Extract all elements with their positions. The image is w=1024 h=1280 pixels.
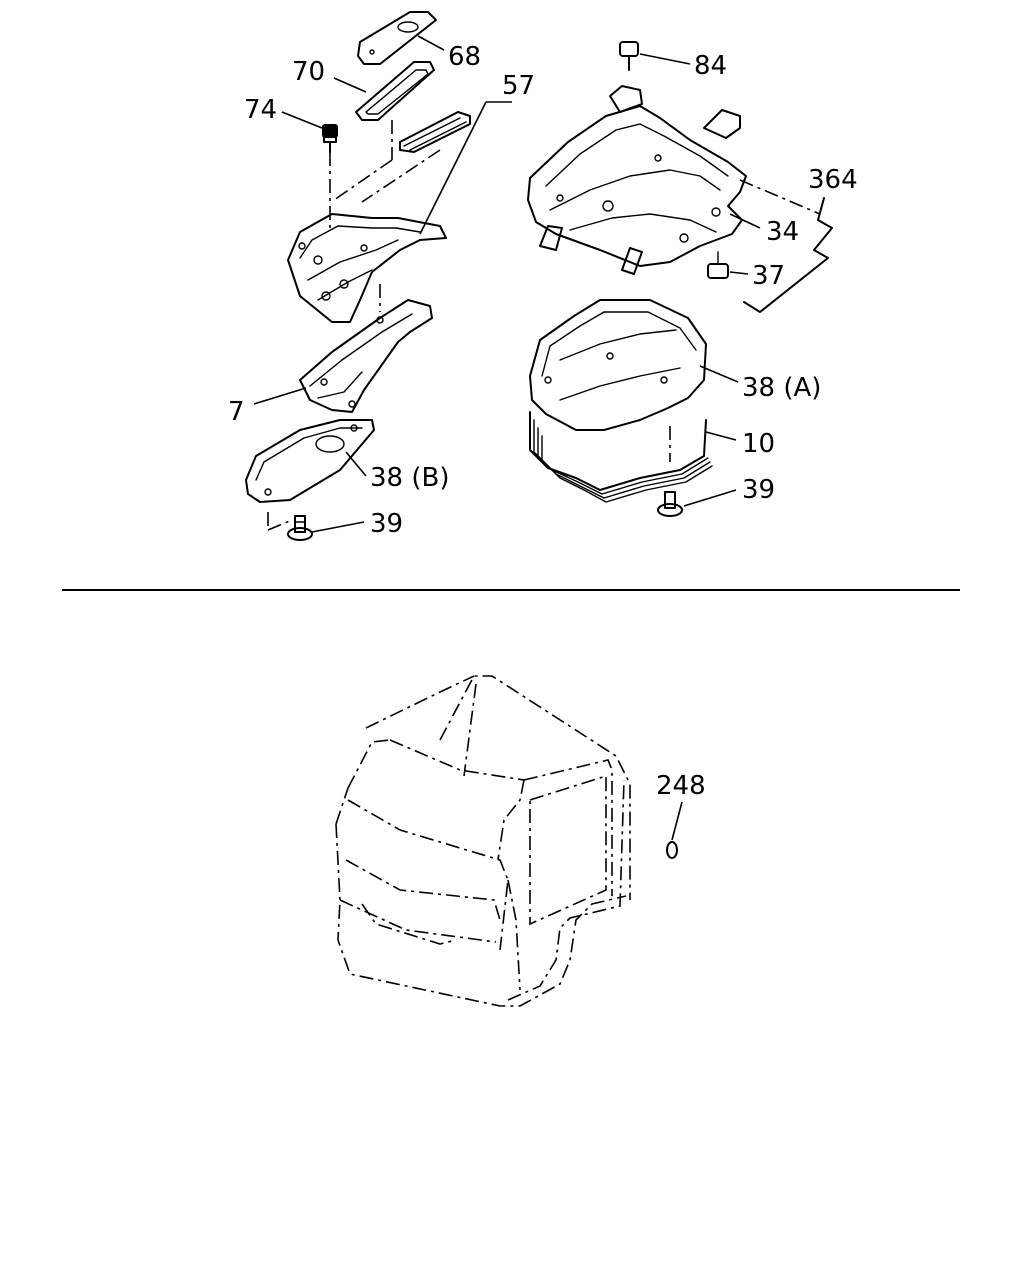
callout-74: 74 [244, 95, 277, 125]
part-37-grommet [707, 251, 729, 279]
callout-10: 10 [742, 429, 775, 459]
part-39-right-clip [657, 426, 683, 517]
part-34-base [527, 85, 747, 275]
part-38b-gasket [245, 419, 375, 503]
callout-248: 248 [656, 771, 706, 801]
callout-68: 68 [448, 42, 481, 72]
part-248-plug [666, 801, 683, 859]
callout-70: 70 [292, 57, 325, 87]
part-7-panel [299, 299, 433, 413]
part-70-gasket [355, 61, 435, 121]
callout-364: 364 [808, 165, 858, 195]
truck-cab [335, 675, 631, 1007]
callout-57: 57 [502, 71, 535, 101]
part-68-plate [357, 11, 437, 65]
upper-left-assembly-lines [267, 120, 441, 531]
part-10-insulator [529, 411, 713, 503]
callout-34: 34 [766, 217, 799, 247]
part-57-bracket [399, 111, 471, 153]
callout-39-right: 39 [742, 475, 775, 505]
part-38a-pad [529, 299, 707, 431]
callout-7: 7 [228, 397, 245, 427]
callout-37: 37 [752, 261, 785, 291]
callout-84: 84 [694, 51, 727, 81]
part-84-bolt [619, 41, 639, 71]
callout-39-left: 39 [370, 509, 403, 539]
callout-38b: 38 (B) [370, 463, 449, 493]
leader-lines-upper [253, 35, 761, 533]
part-364-wire [739, 179, 833, 313]
part-39-left-clip [287, 515, 313, 541]
callout-38a: 38 (A) [742, 373, 821, 403]
part-74-bolt [322, 124, 338, 153]
upper-left-cover [287, 213, 447, 323]
